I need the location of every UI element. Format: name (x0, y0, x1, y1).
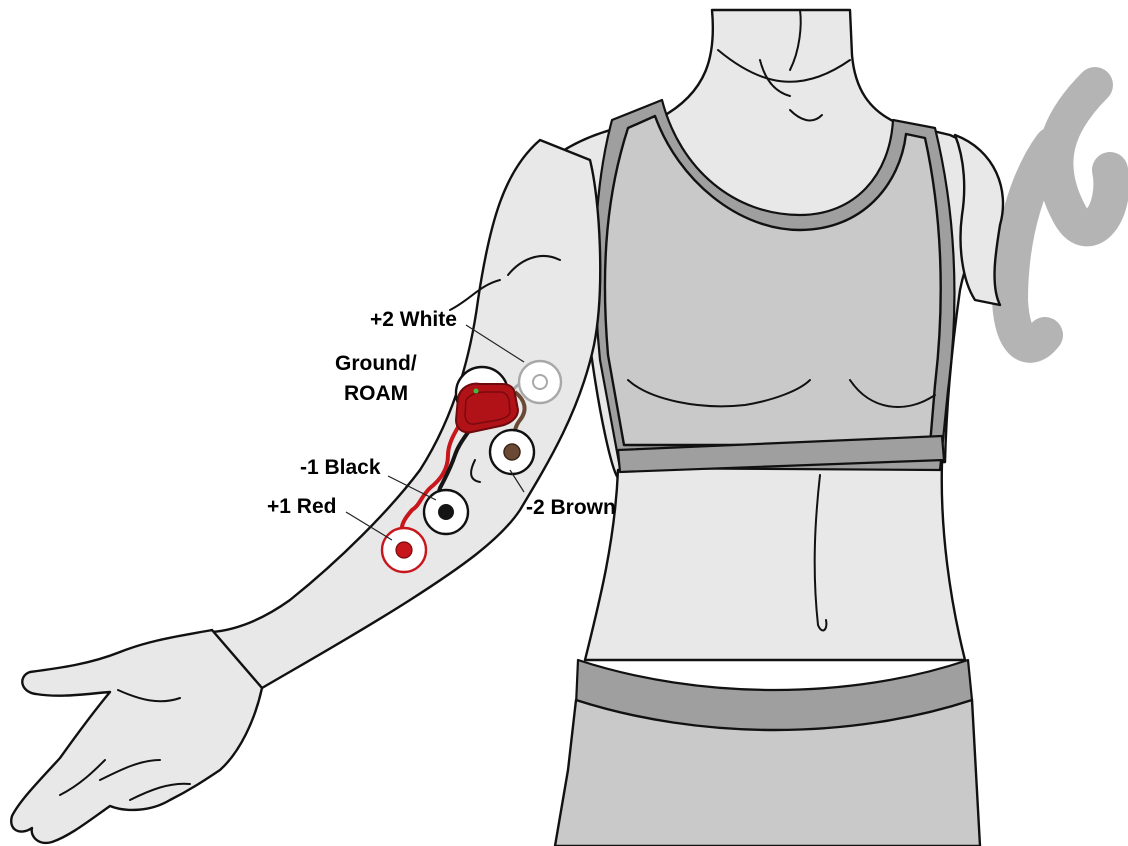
label-ground-line1: Ground/ (335, 352, 417, 375)
label-ground-line2: ROAM (344, 382, 408, 405)
red-electrode-snap (396, 542, 412, 558)
label-minus1-black: -1 Black (300, 456, 381, 479)
watermark-logo (1010, 85, 1111, 345)
device-status-led (474, 389, 479, 394)
brown-electrode-snap (504, 444, 520, 460)
white-electrode-snap (533, 375, 547, 389)
left-arm (11, 140, 600, 843)
label-minus2-brown: -2 Brown (526, 496, 616, 519)
waistband (555, 660, 980, 846)
black-electrode-snap (438, 504, 454, 520)
label-plus2-white: +2 White (370, 308, 457, 331)
label-plus1-red: +1 Red (267, 495, 336, 518)
